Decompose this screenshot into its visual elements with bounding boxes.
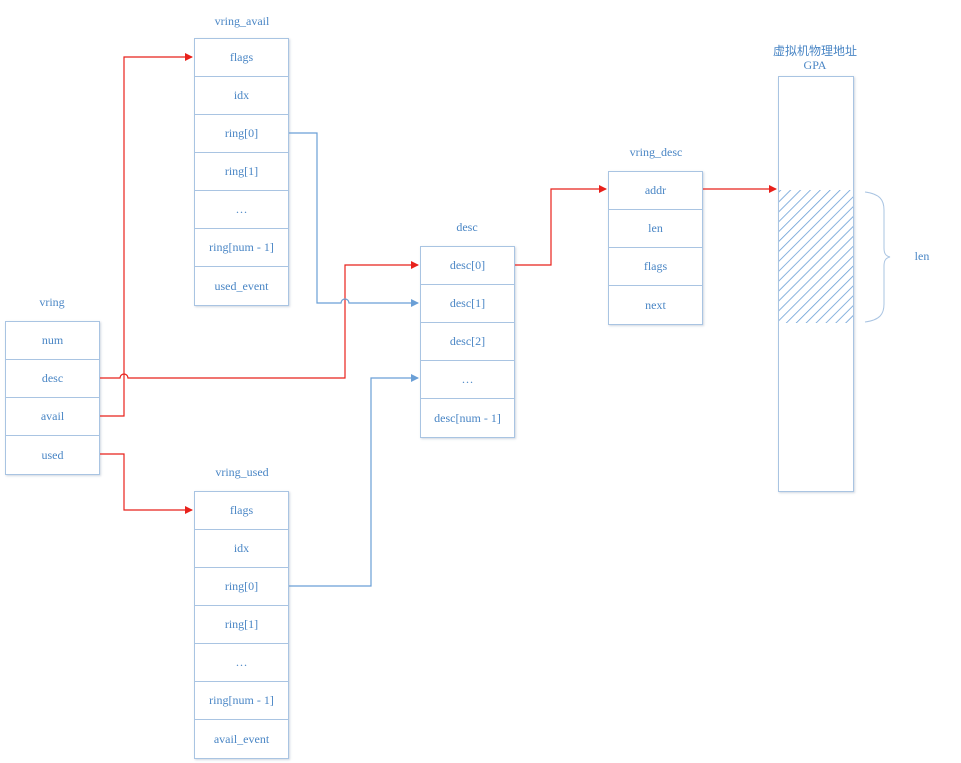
vring-desc-title: vring_desc: [629, 145, 683, 159]
vring-used-field-flags: flags: [195, 492, 288, 530]
vring-used-title: vring_used: [215, 465, 269, 479]
len-region-label: len: [914, 249, 930, 263]
desc-entry-last: desc[num - 1]: [434, 410, 501, 425]
vring-desc-field-len: len: [609, 210, 702, 248]
desc-entry-ellipsis: …: [421, 361, 514, 399]
vring-avail-field-ring1: ring[1]: [195, 153, 288, 191]
vring-title: vring: [39, 295, 65, 309]
vring-desc-struct: addr len flags next: [608, 171, 703, 325]
vring-used-field-ellipsis: …: [195, 644, 288, 682]
vring-avail-field-ring-last: ring[num - 1]: [195, 229, 288, 267]
vring-avail-title: vring_avail: [214, 14, 270, 28]
vring-used-field-avail-event: avail_event: [213, 731, 270, 746]
arrow-used-ring0-to-desc-ellipsis: [289, 374, 419, 587]
arrow-desc0-to-vring-desc: [515, 185, 607, 266]
vring-used-field-ring1: ring[1]: [195, 606, 288, 644]
vring-field-desc: desc: [6, 360, 99, 398]
gpa-title-line1: 虚拟机物理地址: [772, 44, 858, 58]
vring-field-avail: avail: [6, 398, 99, 436]
gpa-buffer-region: [779, 190, 853, 323]
vring-used-field-idx: idx: [195, 530, 288, 568]
len-brace: [864, 191, 891, 323]
vring-desc-field-addr: addr: [609, 172, 702, 210]
vring-desc-field-flags: flags: [609, 248, 702, 286]
vring-avail-field-used-event: used_event: [214, 278, 269, 293]
vring-used-field-ring0: ring[0]: [195, 568, 288, 606]
vring-avail-struct: flags idx ring[0] ring[1] … ring[num - 1…: [194, 38, 289, 306]
arrow-avail-to-vring-avail: [100, 53, 193, 417]
desc-entry-0: desc[0]: [421, 247, 514, 285]
vring-struct: num desc avail used: [5, 321, 100, 475]
desc-entry-2: desc[2]: [421, 323, 514, 361]
vring-field-num: num: [6, 322, 99, 360]
desc-entry-1: desc[1]: [421, 285, 514, 323]
vring-avail-field-idx: idx: [195, 77, 288, 115]
vring-avail-field-ring0: ring[0]: [195, 115, 288, 153]
arrow-avail-ring0-to-desc1: [289, 132, 419, 307]
vring-avail-field-ellipsis: …: [195, 191, 288, 229]
vring-field-used: used: [41, 447, 64, 462]
desc-title: desc: [456, 220, 478, 234]
vring-used-field-ring-last: ring[num - 1]: [195, 682, 288, 720]
arrow-desc-to-desc-table: [100, 261, 419, 379]
gpa-title-line2: GPA: [803, 58, 827, 72]
vring-desc-field-next: next: [645, 297, 666, 312]
arrow-used-to-vring-used: [100, 453, 193, 514]
vring-used-struct: flags idx ring[0] ring[1] … ring[num - 1…: [194, 491, 289, 759]
vring-avail-field-flags: flags: [195, 39, 288, 77]
desc-table: desc[0] desc[1] desc[2] … desc[num - 1]: [420, 246, 515, 438]
